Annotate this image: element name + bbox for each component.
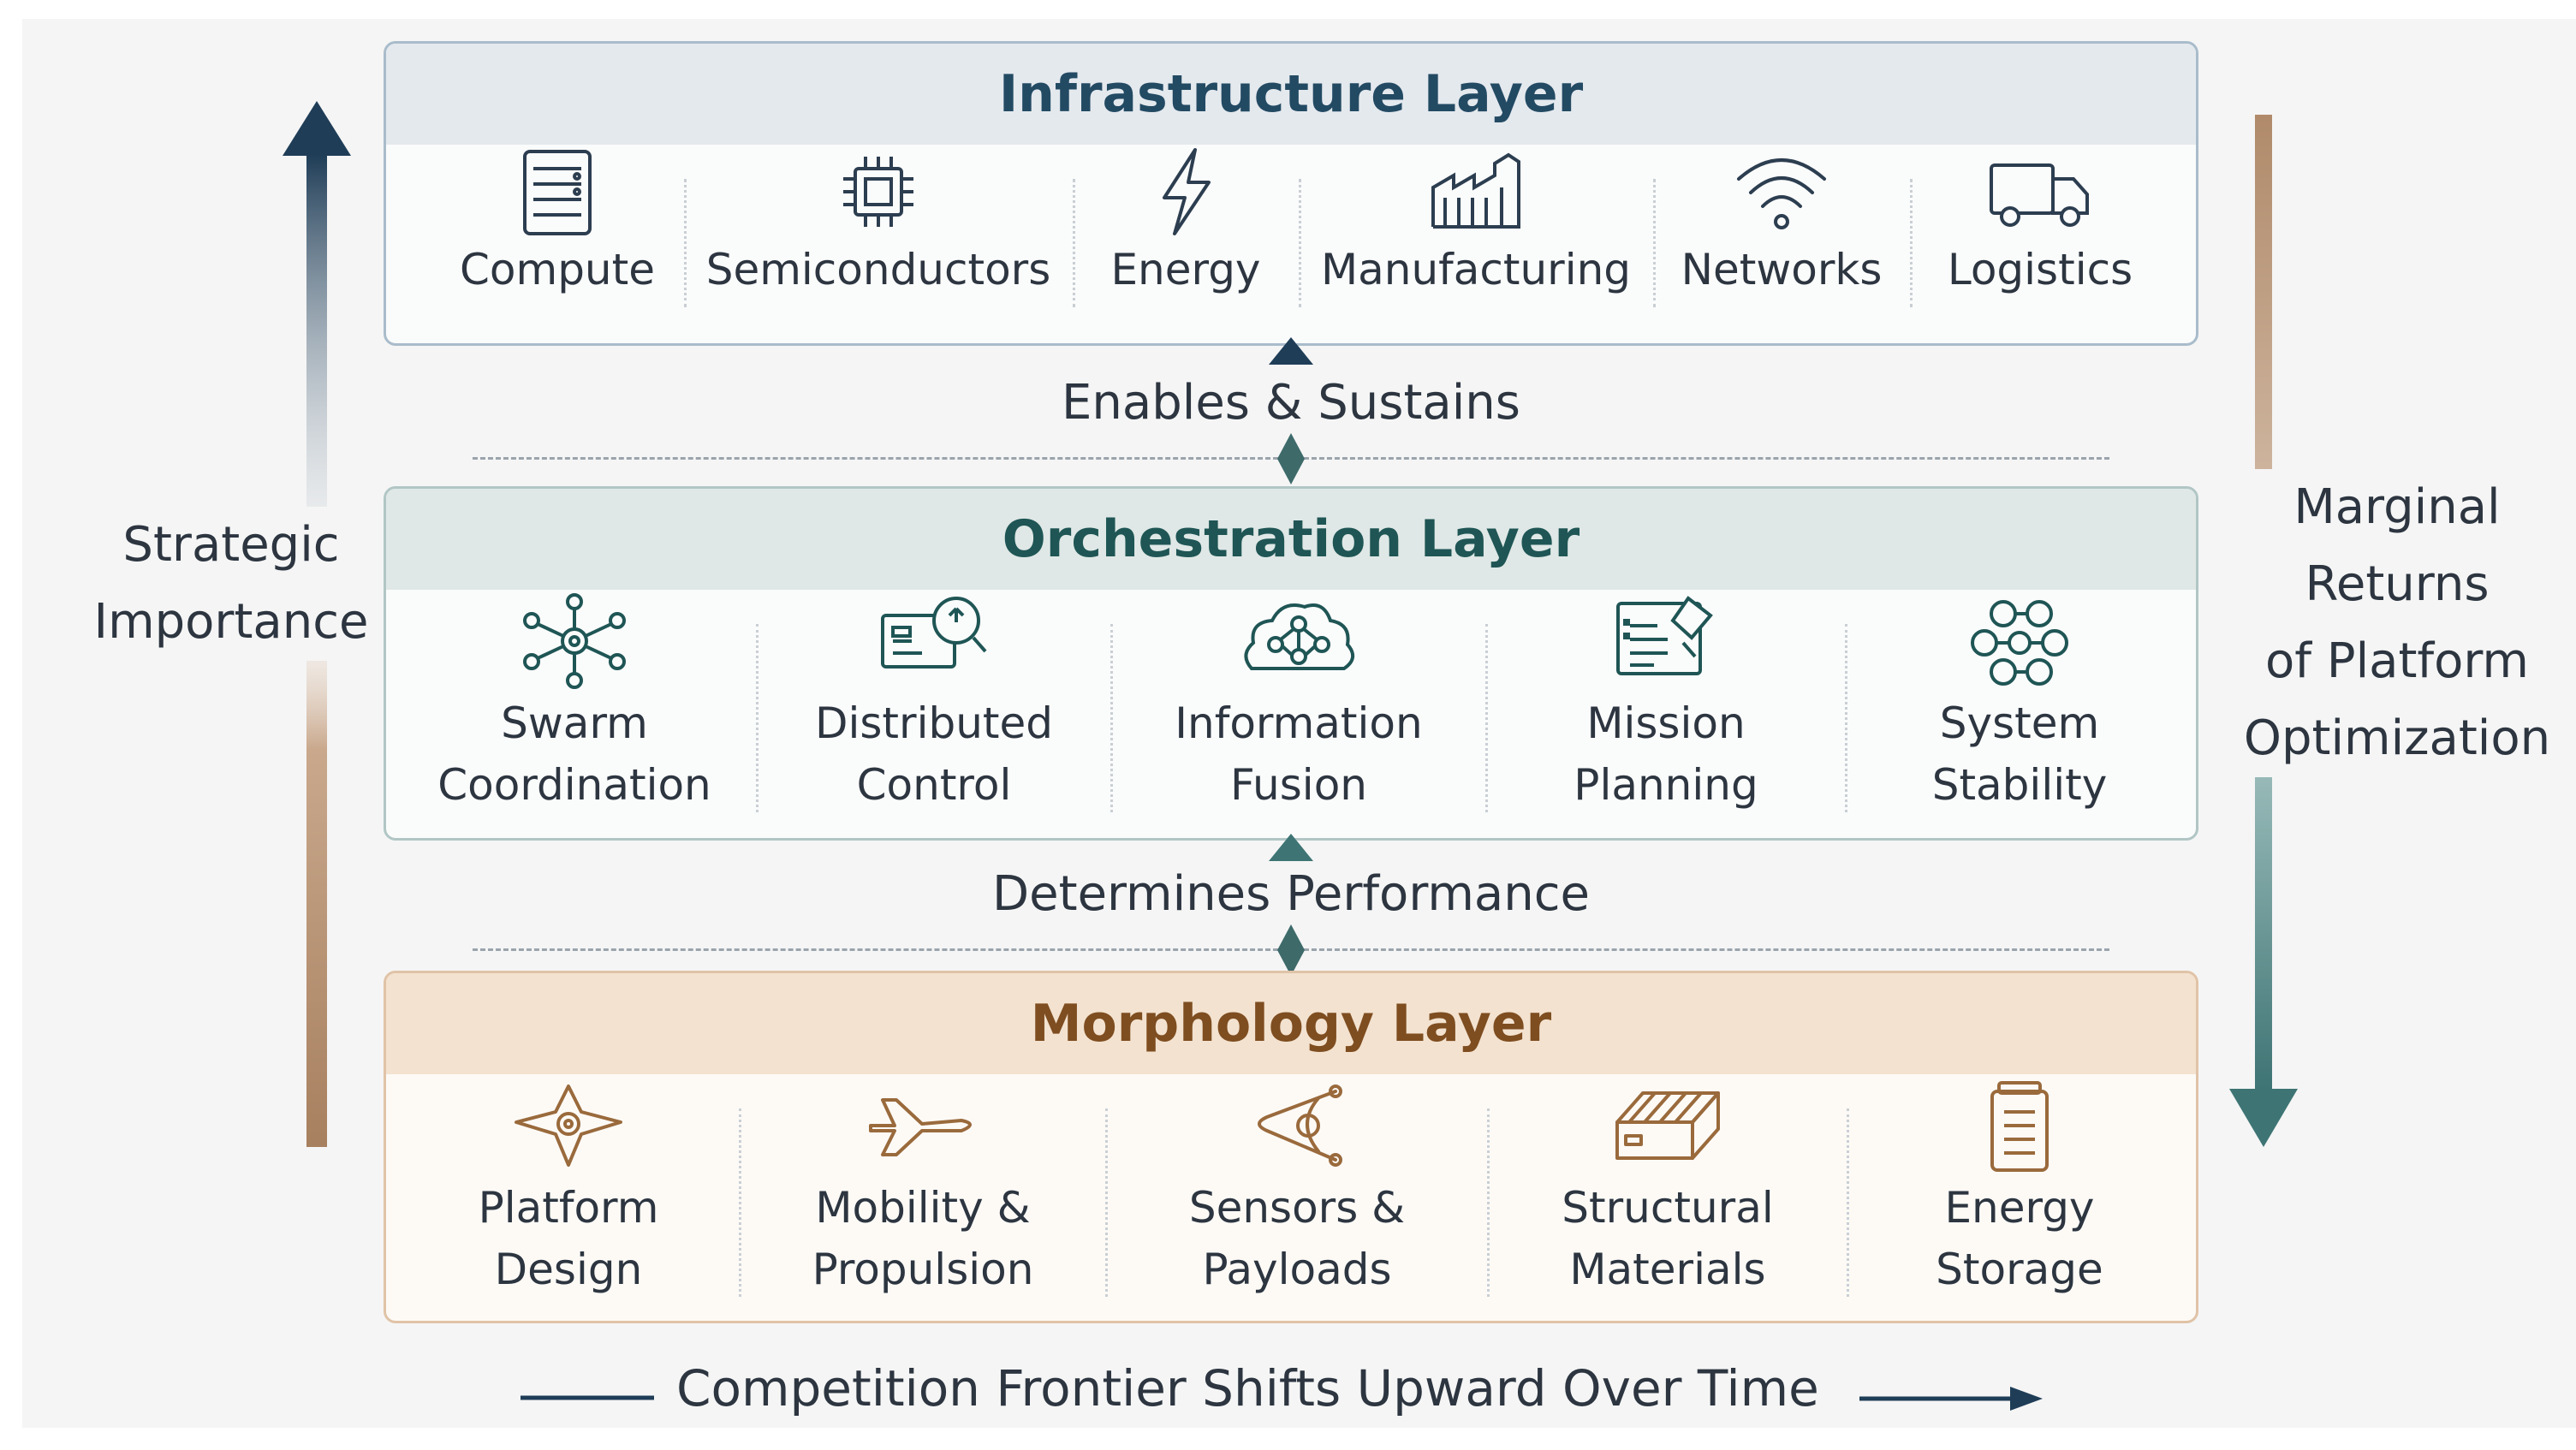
morphology-layer-title: Morphology Layer (386, 973, 2196, 1074)
morph-item-label-line2: Propulsion (812, 1245, 1034, 1294)
orch-item-system-stability: System Stability (1848, 590, 2191, 838)
battery-icon (1990, 1081, 2049, 1172)
planning-document-icon (1616, 596, 1713, 675)
orch-item-label-line2: Coordination (437, 760, 711, 810)
right-axis-line3: of Platform (2265, 633, 2529, 689)
separator (1105, 1108, 1108, 1297)
orch-item-information-fusion: Information Fusion (1114, 590, 1484, 838)
caption-left-line (521, 1395, 654, 1400)
separator (1485, 624, 1488, 812)
morph-item-label-line2: Payloads (1202, 1245, 1392, 1294)
morph-item-mobility-propulsion: Mobility & Propulsion (742, 1074, 1104, 1321)
infra-item-semiconductors: Semiconductors (686, 145, 1071, 343)
infra-item-logistics: Logistics (1912, 145, 2168, 343)
cloud-network-icon (1244, 603, 1354, 670)
infra-item-energy: Energy (1074, 145, 1297, 343)
enables-sustains-label: Enables & Sustains (1062, 375, 1520, 431)
separator (684, 179, 687, 307)
truck-icon (1990, 163, 2089, 227)
right-axis-line1: Marginal (2293, 479, 2501, 535)
morph-item-label-line2: Storage (1936, 1245, 2103, 1294)
control-monitor-icon (881, 597, 987, 669)
network-hub-icon (523, 593, 626, 689)
morph-item-label-line1: Platform (478, 1183, 659, 1233)
caption-right-arrow (1859, 1387, 2043, 1411)
morph-item-label-line2: Design (494, 1245, 643, 1294)
left-axis-line2: Importance (93, 594, 369, 650)
linked-nodes-icon (1971, 600, 2068, 686)
morph-item-structural-materials: Structural Materials (1490, 1074, 1845, 1321)
orch-item-label-line1: Distributed (814, 698, 1054, 748)
orch-item-distributed-control: Distributed Control (759, 590, 1109, 838)
separator (1845, 624, 1847, 812)
determines-performance-label: Determines Performance (992, 866, 1590, 922)
morph-item-label-line1: Energy (1944, 1183, 2095, 1233)
material-block-icon (1615, 1091, 1720, 1160)
orch-item-label-line1: Mission (1586, 698, 1746, 748)
separator (1653, 179, 1656, 307)
separator (739, 1108, 741, 1297)
diamond-connector (1277, 924, 1305, 976)
separator (1299, 179, 1301, 307)
orch-item-label-line2: Planning (1574, 760, 1758, 810)
morph-item-label-line1: Mobility & (815, 1183, 1031, 1233)
morph-item-energy-storage: Energy Storage (1850, 1074, 2189, 1321)
separator (1073, 179, 1075, 307)
infra-item-label: Networks (1681, 245, 1883, 294)
orch-item-label-line2: Control (856, 760, 1012, 810)
infra-item-manufacturing: Manufacturing (1300, 145, 1651, 343)
orch-item-label-line2: Fusion (1230, 760, 1367, 810)
sensor-icon (1258, 1085, 1342, 1167)
infra-item-compute: Compute (437, 145, 677, 343)
right-axis-label: Marginal Returns of Platform Optimizatio… (2226, 469, 2568, 777)
wifi-icon (1737, 158, 1826, 229)
infra-item-label: Energy (1110, 245, 1261, 294)
infra-item-label: Logistics (1947, 245, 2133, 294)
aircraft-icon (869, 1098, 972, 1156)
separator (1847, 1108, 1849, 1297)
morph-item-label-line1: Sensors & (1188, 1183, 1406, 1233)
infra-item-label: Manufacturing (1320, 245, 1632, 294)
orch-item-label-line1: System (1939, 698, 2100, 748)
orch-item-label-line2: Stability (1931, 760, 2108, 810)
right-axis-line2: Returns (2305, 556, 2490, 612)
morph-item-platform-design: Platform Design (400, 1074, 737, 1321)
infra-item-networks: Networks (1655, 145, 1908, 343)
diamond-connector (1277, 433, 1305, 484)
orch-item-mission-planning: Mission Planning (1489, 590, 1843, 838)
morph-item-label-line2: Materials (1569, 1245, 1766, 1294)
left-axis-label: Strategic Importance (60, 507, 402, 661)
right-axis-line4: Optimization (2243, 710, 2551, 766)
chip-icon (843, 157, 913, 227)
server-icon (523, 150, 592, 235)
left-axis-line1: Strategic (122, 517, 340, 573)
up-triangle-connector (1269, 337, 1313, 365)
separator (1110, 624, 1113, 812)
drone-icon (515, 1085, 622, 1167)
separator (1910, 179, 1913, 307)
infra-item-label: Semiconductors (705, 245, 1051, 294)
orchestration-layer: Orchestration Layer Swarm Coordination D… (384, 486, 2198, 841)
orch-item-label-line1: Swarm (501, 698, 648, 748)
separator (1487, 1108, 1490, 1297)
factory-icon (1431, 152, 1520, 229)
lightning-icon (1163, 148, 1211, 235)
up-triangle-connector (1269, 834, 1313, 861)
infrastructure-layer-title: Infrastructure Layer (386, 44, 2196, 145)
orchestration-layer-title: Orchestration Layer (386, 489, 2196, 590)
orch-item-swarm-coordination: Swarm Coordination (395, 590, 754, 838)
morph-item-sensors-payloads: Sensors & Payloads (1109, 1074, 1485, 1321)
separator (756, 624, 759, 812)
orch-item-label-line1: Information (1175, 698, 1423, 748)
morphology-layer: Morphology Layer Platform Design Mobilit… (384, 971, 2198, 1323)
morph-item-label-line1: Structural (1562, 1183, 1774, 1233)
bottom-caption: Competition Frontier Shifts Upward Over … (676, 1359, 1819, 1417)
infra-item-label: Compute (459, 245, 655, 294)
infrastructure-layer: Infrastructure Layer Compute Semiconduct… (384, 41, 2198, 346)
